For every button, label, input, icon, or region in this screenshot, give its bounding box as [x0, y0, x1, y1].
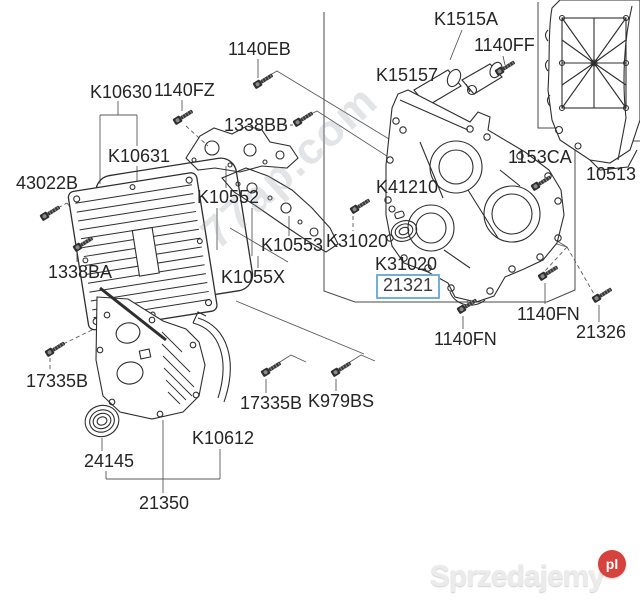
- lower-cover-drawing: [95, 286, 231, 420]
- bolt-icon: [43, 339, 67, 358]
- bolt-icon: [536, 263, 560, 282]
- bolt-icon: [329, 359, 353, 378]
- part-label-k1515a: K1515A: [434, 9, 499, 29]
- part-label-k10552: K10552: [197, 187, 260, 207]
- bolt-icon: [291, 109, 315, 128]
- part-label-1140fn: 1140FN: [517, 304, 580, 324]
- engine-block-drawing: [544, 0, 640, 171]
- part-label-21321: 21321: [376, 274, 441, 299]
- part-label-17335b: 17335B: [240, 393, 303, 413]
- retainer-clip-drawing: [388, 205, 405, 220]
- crank-seal-drawing: [84, 404, 120, 438]
- part-label-k1055x: K1055X: [221, 267, 286, 287]
- part-label-21350: 21350: [139, 493, 190, 513]
- part-label-k979bs: K979BS: [308, 391, 375, 411]
- part-label-k41210: K41210: [376, 177, 439, 197]
- oil-seal-drawing: [390, 220, 418, 242]
- bolt-icon: [590, 285, 614, 304]
- part-label-1140fz: 1140FZ: [154, 80, 215, 100]
- part-label-21326: 21326: [576, 322, 627, 342]
- bolt-icon: [348, 196, 372, 215]
- part-label-k10553: K10553: [261, 235, 324, 255]
- site-watermark-text: Sprzedajemy: [429, 560, 605, 593]
- timing-cover-drawing: [384, 89, 565, 306]
- site-watermark: Sprzedajemy pl: [430, 550, 626, 592]
- gasket-strips-drawing: [185, 125, 339, 253]
- part-label-10513: 10513: [586, 164, 637, 184]
- part-label-k31020: K31020: [375, 254, 438, 274]
- bolt-icon: [251, 71, 275, 90]
- bolt-icon: [171, 107, 195, 126]
- part-label-1140ff: 1140FF: [474, 35, 535, 55]
- part-label-24145: 24145: [84, 451, 135, 471]
- part-label-1153ca: 1153CA: [508, 147, 572, 167]
- part-label-17335b: 17335B: [26, 371, 89, 391]
- part-label-k31020: K31020: [326, 231, 389, 251]
- part-label-43022b: 43022B: [16, 173, 79, 193]
- part-label-k10631: K10631: [108, 146, 171, 166]
- part-label-1140eb: 1140EB: [228, 39, 291, 59]
- pl-badge-icon: pl: [598, 550, 626, 578]
- part-label-k10612: K10612: [192, 428, 255, 448]
- part-label-1338bb: 1338BB: [224, 115, 289, 135]
- part-label-k10630: K10630: [90, 82, 153, 102]
- bolt-icon: [259, 359, 283, 378]
- ribbed-cover-drawing: [67, 157, 254, 331]
- part-label-1338ba: 1338BA: [48, 262, 113, 282]
- part-label-k15157: K15157: [376, 65, 439, 85]
- part-label-1140fn: 1140FN: [434, 329, 497, 349]
- bolt-icon: [38, 203, 62, 222]
